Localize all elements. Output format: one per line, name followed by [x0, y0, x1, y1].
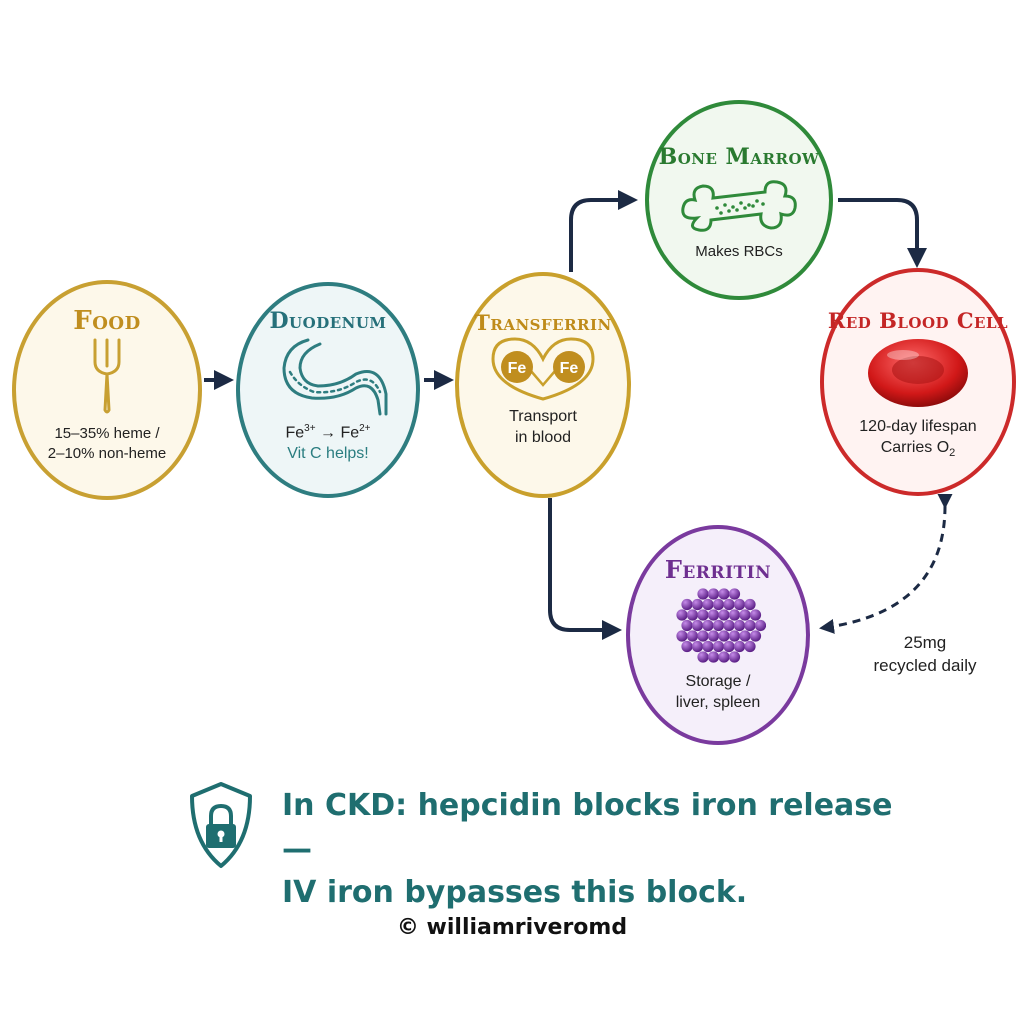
fe-badge-right: Fe	[560, 360, 579, 377]
intestine-icon	[282, 338, 388, 416]
credit-watermark: © williamriveromd	[396, 915, 628, 940]
arrow-transferrin-to-marrow	[569, 190, 638, 272]
recycle-label: 25mg recycled daily	[850, 632, 1000, 678]
transferrin-title: Transferrin	[474, 310, 612, 335]
duodenum-node: Duodenum Fe3+ → Fe2+ Vit C helps!	[236, 282, 420, 498]
red-blood-cell-desc-line1: 120-day lifespan	[859, 418, 977, 435]
fork-icon	[93, 338, 121, 414]
ckd-callout-line2: IV iron bypasses this block.	[282, 875, 748, 910]
bone-marrow-desc: Makes RBCs	[695, 243, 783, 260]
ckd-callout: In CKD: hepcidin blocks iron release — I…	[186, 780, 893, 910]
recycle-label-line2: recycled daily	[873, 655, 977, 675]
bone-marrow-title: Bone Marrow	[658, 144, 820, 170]
arrow-transferrin-to-ferritin	[548, 498, 622, 640]
duodenum-title: Duodenum	[269, 308, 387, 334]
transferrin-desc-line1: Transport	[509, 408, 577, 425]
transferrin-desc-line2: in blood	[514, 428, 572, 446]
food-node: Food 15–35% heme / 2–10% non-heme	[12, 280, 202, 500]
iron-binding-icon: Fe Fe	[491, 337, 595, 401]
bone-marrow-node: Bone Marrow Makes RBCs	[645, 100, 833, 300]
ckd-callout-text: In CKD: hepcidin blocks iron release — I…	[282, 784, 902, 915]
transferrin-node: Transferrin Fe Fe Transport in blood	[455, 272, 631, 498]
red-blood-cell-desc-line2: Carries O2	[880, 438, 956, 459]
food-desc: 15–35% heme / 2–10% non-heme	[48, 424, 166, 463]
duodenum-desc-line1: Fe3+ → Fe2+	[285, 423, 371, 442]
food-desc-line1: 15–35% heme /	[54, 425, 160, 442]
red-blood-cell-node: Red Blood Cell 120-day lifespan Carries …	[820, 268, 1016, 496]
bone-icon	[681, 180, 797, 232]
ckd-callout-line1: In CKD: hepcidin blocks iron release —	[282, 788, 893, 867]
food-title: Food	[73, 306, 141, 336]
red-blood-cell-title: Red Blood Cell	[827, 308, 1009, 333]
ferritin-title: Ferritin	[664, 555, 772, 584]
red-blood-cell-icon	[868, 339, 968, 407]
ferritin-desc: Storage / liver, spleen	[676, 672, 761, 714]
ferritin-desc-line1: Storage /	[685, 673, 751, 690]
ferritin-desc-line2: liver, spleen	[675, 693, 761, 711]
shield-lock-icon	[190, 782, 252, 868]
ferritin-node: Ferritin Storage / liver, spleen	[626, 525, 810, 745]
food-desc-line2: 2–10% non-heme	[47, 444, 167, 462]
recycle-label-line1: 25mg	[903, 633, 947, 652]
transferrin-desc: Transport in blood	[509, 407, 577, 449]
arrow-recycling-dashed	[819, 493, 953, 634]
ferritin-cluster-icon	[676, 588, 766, 663]
fe-badge-left: Fe	[508, 360, 527, 377]
duodenum-desc-line2: Vit C helps!	[287, 445, 369, 463]
red-blood-cell-desc: 120-day lifespan Carries O2	[859, 417, 976, 460]
duodenum-desc: Fe3+ → Fe2+ Vit C helps!	[285, 422, 370, 465]
arrow-marrow-to-rbc	[838, 198, 927, 268]
